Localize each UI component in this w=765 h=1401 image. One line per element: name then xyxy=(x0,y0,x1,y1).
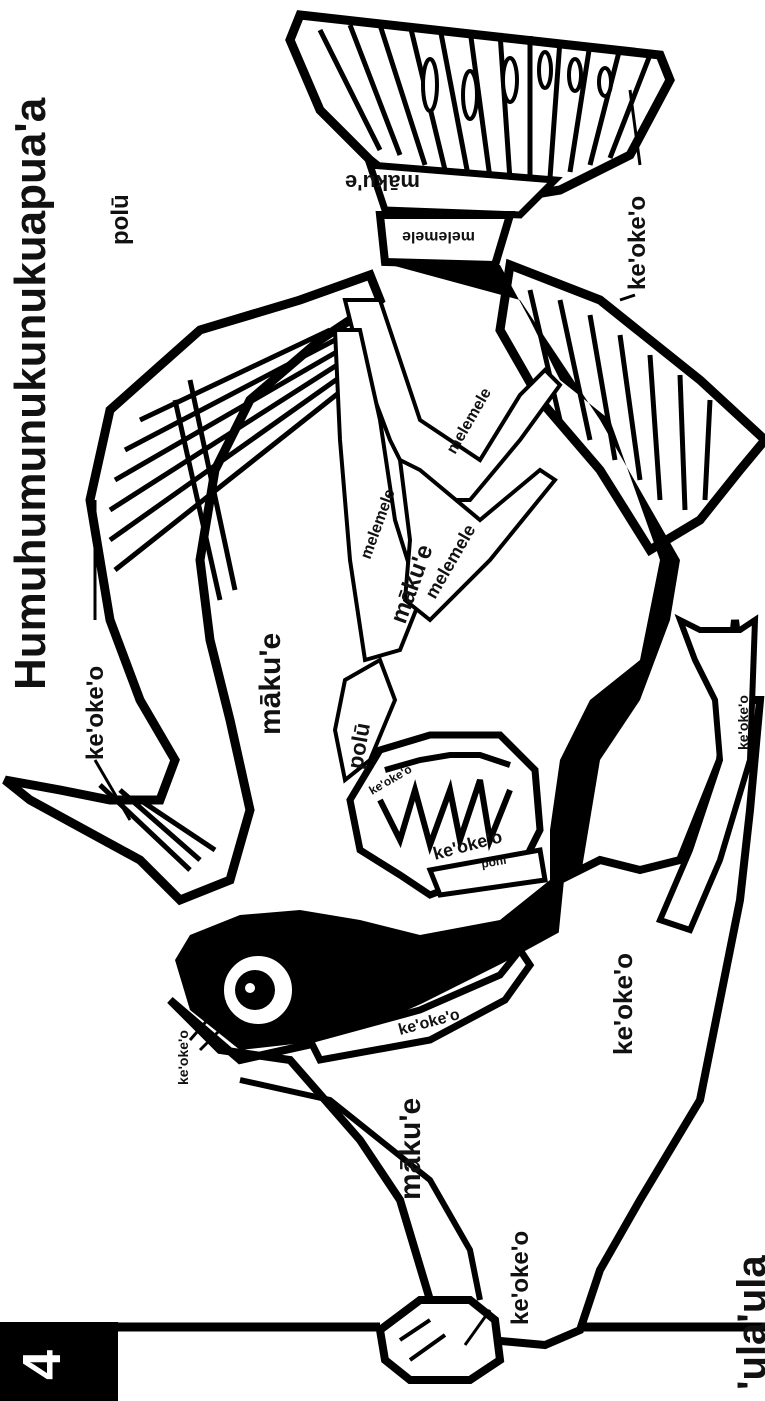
label-upper-fin-edge: ke'oke'o xyxy=(82,666,109,760)
page-number: 4 xyxy=(12,1350,72,1380)
eye-highlight xyxy=(245,983,255,993)
label-tail-band: māku'e xyxy=(345,170,420,195)
label-ventral-fin: ke'oke'o xyxy=(735,695,751,750)
eye-pupil xyxy=(235,970,275,1010)
page-title: Humuhumunukunukuapua'a xyxy=(6,97,55,690)
label-mouth: ke'oke'o xyxy=(507,1231,534,1325)
label-tail-tip: ke'oke'o xyxy=(624,196,651,290)
label-tail-melemele: melemele xyxy=(402,228,475,245)
label-top-field: polū xyxy=(107,194,134,245)
bottom-label: 'ula'ula xyxy=(730,1255,765,1390)
dorsal-fin xyxy=(5,275,380,900)
label-lower-body: ke'oke'o xyxy=(608,953,638,1055)
label-body-upper: māku'e xyxy=(254,633,287,735)
label-eye-side: ke'oke'o xyxy=(175,1030,191,1085)
label-snout-upper: māku'e xyxy=(394,1098,427,1200)
